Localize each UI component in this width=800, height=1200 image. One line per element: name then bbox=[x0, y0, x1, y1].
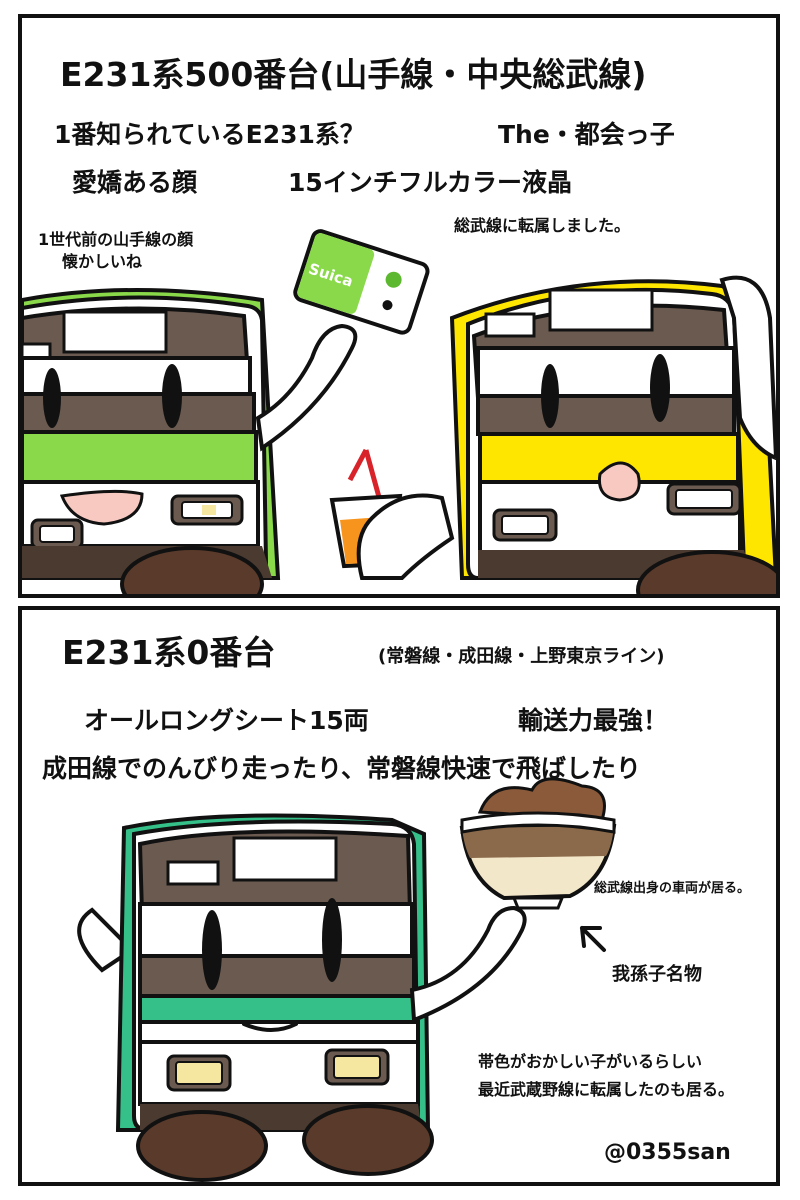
panel-bottom-note-bottom-2: 最近武蔵野線に転属したのも居る。 bbox=[478, 1080, 735, 1099]
panel-top-title: E231系500番台(山手線・中央総武線) bbox=[60, 55, 647, 94]
panel-bottom-title-sub: (常磐線・成田線・上野東京ライン) bbox=[378, 646, 665, 667]
panel-bottom: E231系0番台 (常磐線・成田線・上野東京ライン) オールロングシート15両 … bbox=[18, 606, 780, 1186]
panel-bottom-note-bottom-1: 帯色がおかしい子がいるらしい bbox=[478, 1052, 703, 1071]
panel-top-line2-left: 愛嬌ある顔 bbox=[72, 168, 198, 197]
panel-bottom-note-meibutsu: 我孫子名物 bbox=[612, 964, 702, 985]
up-arrow-icon bbox=[580, 926, 606, 952]
sobu-train-character bbox=[356, 275, 776, 594]
panel-top-note-right: 総武線に転属しました。 bbox=[454, 216, 631, 235]
panel-bottom-line2: 成田線でのんびり走ったり、常磐線快速で飛ばしたり bbox=[42, 754, 642, 783]
joban-train-character bbox=[77, 813, 527, 1182]
panel-bottom-line1-left: オールロングシート15両 bbox=[84, 706, 369, 735]
panel-bottom-title: E231系0番台 bbox=[62, 633, 276, 672]
panel-top-illustration: Suica bbox=[22, 229, 776, 594]
panel-top-line1-right: The・都会っ子 bbox=[498, 120, 675, 149]
panel-top: Suica bbox=[18, 14, 780, 598]
panel-top-note-left-1: 1世代前の山手線の顔 bbox=[38, 230, 194, 249]
panel-bottom-line1-right: 輸送力最強！ bbox=[518, 706, 669, 735]
yamanote-train-character bbox=[22, 288, 358, 594]
suica-card-icon: Suica bbox=[293, 229, 430, 335]
panel-bottom-note-bowl: 総武線出身の車両が居る。 bbox=[594, 881, 751, 896]
donburi-bowl-icon bbox=[459, 777, 617, 910]
panel-bottom-illustration bbox=[77, 777, 617, 1182]
panel-top-line2-right: 15インチフルカラー液晶 bbox=[288, 168, 573, 197]
panel-top-line1-left: 1番知られているE231系？ bbox=[54, 120, 365, 149]
panel-top-note-left-2: 懐かしいね bbox=[62, 252, 143, 271]
author-credit: @0355san bbox=[604, 1140, 731, 1165]
